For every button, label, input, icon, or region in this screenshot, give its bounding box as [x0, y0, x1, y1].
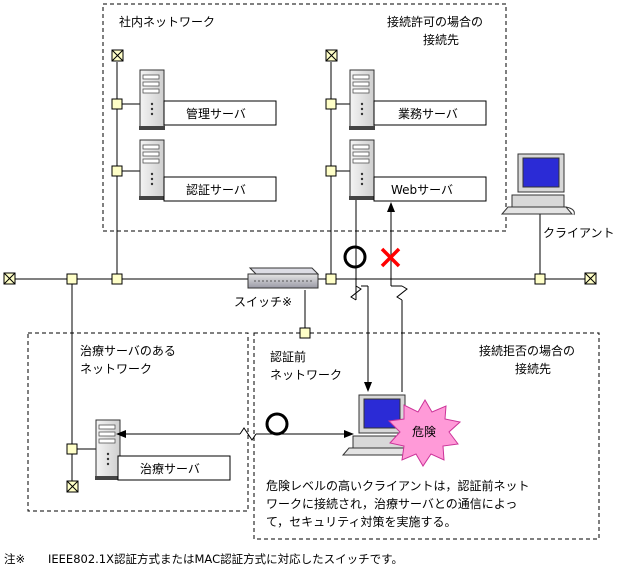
treatment-server-box	[117, 455, 231, 481]
treatment-zone-line1: 治療サーバのある	[80, 344, 176, 358]
description-line2: ワークに接続され，治療サーバとの通信によっ	[266, 496, 517, 511]
treatment-network-zone	[27, 332, 249, 512]
switch-icon	[247, 267, 320, 289]
description-line1: 危険レベルの高いクライアントは，認証前ネット	[266, 478, 530, 493]
terminator-icon	[3, 272, 16, 285]
web-flow-up	[387, 202, 408, 392]
management-server-icon	[138, 69, 166, 131]
junction-node	[111, 98, 123, 110]
terminator-icon	[325, 49, 338, 62]
footnote-text: IEEE802.1X認証方式またはMAC認証方式に対応したスイッチです。	[48, 552, 403, 566]
junction-node	[325, 273, 337, 285]
description-line3: て，セキュリティ対策を実施する。	[266, 514, 456, 529]
treatment-flow	[116, 427, 354, 441]
reject-destination-line1: 接続拒否の場合の	[479, 343, 575, 358]
danger-burst-icon	[387, 399, 462, 467]
web-server-label: Webサーバ	[391, 183, 453, 197]
treatment-server-icon	[94, 419, 122, 481]
auth-server-box	[163, 176, 277, 202]
deny-cross-icon	[380, 247, 401, 268]
auth-server-icon	[138, 139, 166, 201]
junction-node	[111, 165, 123, 177]
treatment-zone-line2: ネットワーク	[80, 362, 152, 376]
junction-node	[111, 273, 123, 285]
client-pc-icon	[500, 153, 575, 216]
footnote-mark: 注※	[4, 552, 25, 566]
internal-network-label: 社内ネットワーク	[119, 14, 215, 29]
junction-node	[299, 327, 311, 339]
management-server-box	[163, 100, 277, 126]
reject-destination-zone	[253, 332, 600, 540]
switch-label: スイッチ※	[234, 295, 292, 309]
web-server-box	[373, 176, 487, 202]
management-server-label: 管理サーバ	[186, 106, 246, 121]
treatment-ok-circle-icon	[265, 412, 289, 436]
junction-node	[66, 443, 78, 455]
preauth-line2: ネットワーク	[270, 368, 342, 382]
preauth-flow-down	[350, 200, 372, 392]
auth-server-label: 認証サーバ	[186, 182, 246, 197]
terminator-icon	[111, 49, 124, 62]
web-server-icon	[348, 139, 376, 201]
danger-client-pc-icon	[341, 394, 415, 456]
junction-node	[534, 273, 546, 285]
business-server-label: 業務サーバ	[398, 107, 458, 121]
allow-destination-line2: 接続先	[423, 32, 459, 47]
junction-node	[66, 273, 78, 285]
business-server-box	[373, 100, 487, 126]
junction-node	[325, 98, 337, 110]
client-label: クライアント	[543, 226, 615, 240]
junction-node	[325, 165, 337, 177]
allow-circle-icon	[343, 245, 367, 269]
terminator-icon	[66, 480, 79, 493]
reject-destination-line2: 接続先	[515, 361, 551, 376]
preauth-line1: 認証前	[270, 349, 306, 364]
allow-destination-line1: 接続許可の場合の	[387, 14, 483, 29]
danger-label: 危険	[412, 425, 436, 439]
terminator-icon	[584, 272, 597, 285]
treatment-server-label: 治療サーバ	[140, 462, 200, 476]
business-server-icon	[348, 69, 376, 131]
